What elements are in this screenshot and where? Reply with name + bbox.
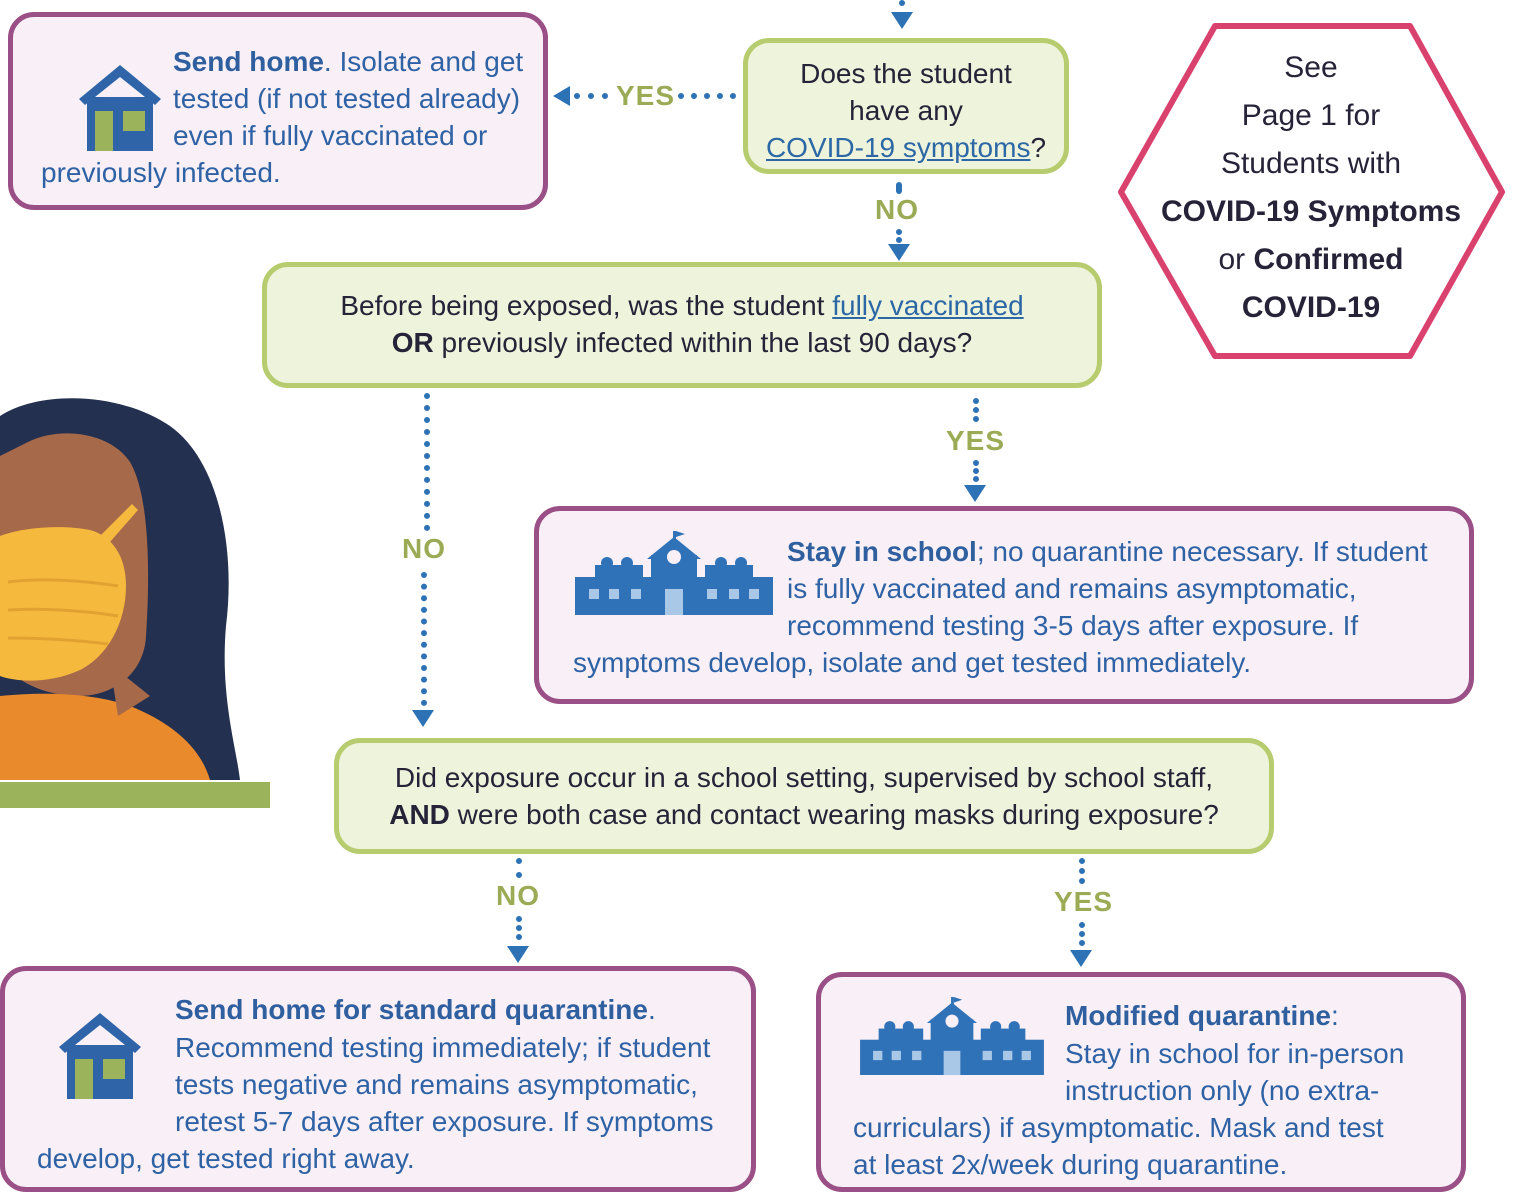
covid-symptoms-link[interactable]: COVID-19 symptoms — [765, 132, 1031, 163]
connector-yes-q3-b — [1079, 922, 1085, 946]
school-icon — [860, 997, 1044, 1075]
send-home-title: Send home — [173, 46, 324, 77]
arrow-left-yes — [553, 86, 570, 106]
send-home-text2: tested (if not tested already) — [173, 83, 521, 114]
arrow-yes-q2 — [964, 485, 986, 502]
q2-line2: OR previously infected within the last 9… — [391, 327, 973, 358]
fully-vaccinated-link[interactable]: fully vaccinated — [832, 290, 1024, 321]
hex-line3: Students with — [1220, 147, 1402, 180]
arrow-no-q1 — [888, 244, 910, 261]
label-no-q3: NO — [496, 880, 540, 911]
hex-line5: or Confirmed — [1218, 243, 1404, 276]
hexagon-reference — [1118, 23, 1505, 359]
hex-line6: COVID-19 — [1241, 291, 1381, 324]
hex-line2: Page 1 for — [1241, 99, 1381, 132]
stay-school-text3: recommend testing 3-5 days after exposur… — [787, 610, 1359, 641]
label-yes-q3: YES — [1054, 886, 1114, 917]
q3-line2: AND were both case and contact wearing m… — [389, 799, 1219, 830]
send-home-box: Send home. Isolate and get tested (if no… — [8, 12, 548, 210]
arrow-no-q3 — [507, 946, 529, 963]
label-yes-q2: YES — [946, 425, 1006, 456]
mod-quarantine-text2: Stay in school for in-person — [1065, 1038, 1405, 1069]
label-yes-q1: YES — [616, 80, 676, 111]
standard-quarantine-box: Send home for standard quarantine. Recom… — [0, 966, 756, 1192]
connector-no-q2-b — [421, 572, 427, 706]
arrow-top — [891, 12, 913, 29]
hex-line4: COVID-19 Symptoms — [1160, 195, 1462, 228]
q1-line1: Does the student — [800, 58, 1012, 89]
masked-student-illustration — [0, 398, 270, 808]
connector-no-q3-a — [516, 858, 522, 878]
send-home-text4: previously infected. — [41, 157, 281, 188]
hex-line1: See — [1284, 51, 1338, 84]
arrow-no-q2 — [412, 710, 434, 727]
stay-school-text1: ; no quarantine necessary. If student — [976, 536, 1428, 567]
question-symptoms: Does the student have any COVID-19 sympt… — [743, 38, 1069, 174]
connector-yes-left-b — [678, 93, 736, 99]
mod-quarantine-text4: curriculars) if asymptomatic. Mask and t… — [853, 1112, 1384, 1143]
q1-line2: have any — [849, 95, 963, 126]
mod-quarantine-text5: at least 2x/week during quarantine. — [853, 1149, 1288, 1180]
mod-quarantine-title: Modified quarantine — [1065, 1000, 1331, 1031]
arrow-yes-q3 — [1070, 950, 1092, 967]
school-icon — [575, 531, 773, 615]
stay-school-text4: symptoms develop, isolate and get tested… — [573, 647, 1252, 678]
std-quarantine-text3: tests negative and remains asymptomatic, — [175, 1069, 698, 1100]
q1-line3: COVID-19 symptoms? — [765, 132, 1047, 163]
modified-quarantine-box: Modified quarantine: Stay in school for … — [816, 972, 1466, 1192]
send-home-text1: . Isolate and get — [323, 46, 524, 77]
connector-yes-q2-a — [973, 398, 979, 422]
stay-school-title: Stay in school — [787, 536, 977, 567]
connector-yes-q2-b — [973, 460, 979, 482]
house-icon — [79, 65, 161, 151]
std-quarantine-text1: . — [647, 994, 656, 1025]
connector-no-q1-a — [896, 182, 902, 194]
connector-top — [899, 0, 905, 10]
connector-yes-left-a — [574, 93, 608, 99]
mod-quarantine-text1: : — [1331, 1000, 1339, 1031]
stay-school-text2: is fully vaccinated and remains asymptom… — [787, 573, 1357, 604]
connector-no-q2-a — [424, 393, 430, 531]
label-no-q2: NO — [402, 533, 446, 564]
question-exposure-setting: Did exposure occur in a school setting, … — [334, 738, 1274, 854]
q3-line1: Did exposure occur in a school setting, … — [394, 762, 1214, 793]
mod-quarantine-text3: instruction only (no extra- — [1065, 1075, 1380, 1106]
send-home-text3: even if fully vaccinated or — [173, 120, 488, 151]
house-icon — [59, 1013, 141, 1099]
connector-no-q3-b — [516, 916, 522, 940]
connector-yes-q3-a — [1079, 858, 1085, 884]
std-quarantine-title: Send home for standard quarantine — [175, 994, 648, 1025]
label-no-q1: NO — [875, 194, 919, 225]
hexagon-text: See Page 1 for Students with COVID-19 Sy… — [1130, 44, 1492, 332]
connector-no-q1-b — [896, 229, 902, 243]
std-quarantine-text2: Recommend testing immediately; if studen… — [175, 1032, 711, 1063]
std-quarantine-text4: retest 5-7 days after exposure. If sympt… — [175, 1106, 714, 1137]
std-quarantine-text5: develop, get tested right away. — [37, 1143, 415, 1174]
stay-in-school-box: Stay in school; no quarantine necessary.… — [534, 506, 1474, 704]
question-vaccinated: Before being exposed, was the student fu… — [262, 262, 1102, 388]
q2-line1: Before being exposed, was the student fu… — [340, 290, 1024, 321]
